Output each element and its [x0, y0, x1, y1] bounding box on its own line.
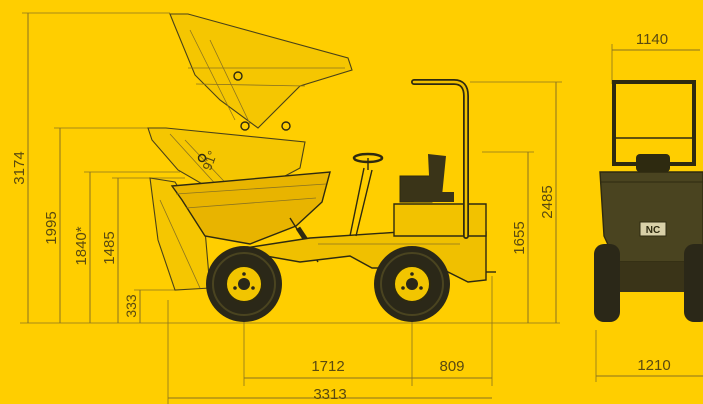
dumper-side-view: [170, 79, 496, 322]
dim-total-length: 3313: [313, 386, 346, 403]
dimension-lines: [20, 12, 703, 404]
skip-body: [170, 171, 331, 245]
dim-skip-height: 1485: [101, 231, 118, 264]
front-left-wheel: [594, 244, 620, 322]
dim-rops-height: 2485: [539, 185, 556, 218]
dim-rear-overhang: 809: [439, 358, 464, 375]
seat: [428, 154, 446, 196]
dim-track-width: 1210: [637, 357, 670, 374]
dumper-front-view: NC: [594, 80, 703, 322]
dim-total-height: 3174: [11, 151, 28, 184]
skip-badge: NC: [646, 225, 660, 236]
dim-load-height: 1840*: [73, 226, 90, 265]
front-right-wheel: [684, 244, 703, 322]
dim-tip-angle: 91°: [199, 149, 220, 173]
engine-cover: [393, 203, 487, 237]
dim-ground-clearance: 333: [123, 294, 139, 318]
dim-rops-width: 1140: [636, 31, 668, 48]
rear-wheel: [374, 246, 450, 322]
skip-tipped-raised: [169, 13, 353, 131]
chassis: [231, 231, 487, 283]
dimension-labels: 3174 1995 1840* 1485 333 1655 2485 1712 …: [11, 31, 671, 403]
front-wheel: [206, 246, 282, 322]
dim-wheelbase: 1712: [311, 358, 344, 375]
dim-dump-height: 1995: [43, 211, 60, 244]
dim-seat-height: 1655: [511, 221, 528, 254]
